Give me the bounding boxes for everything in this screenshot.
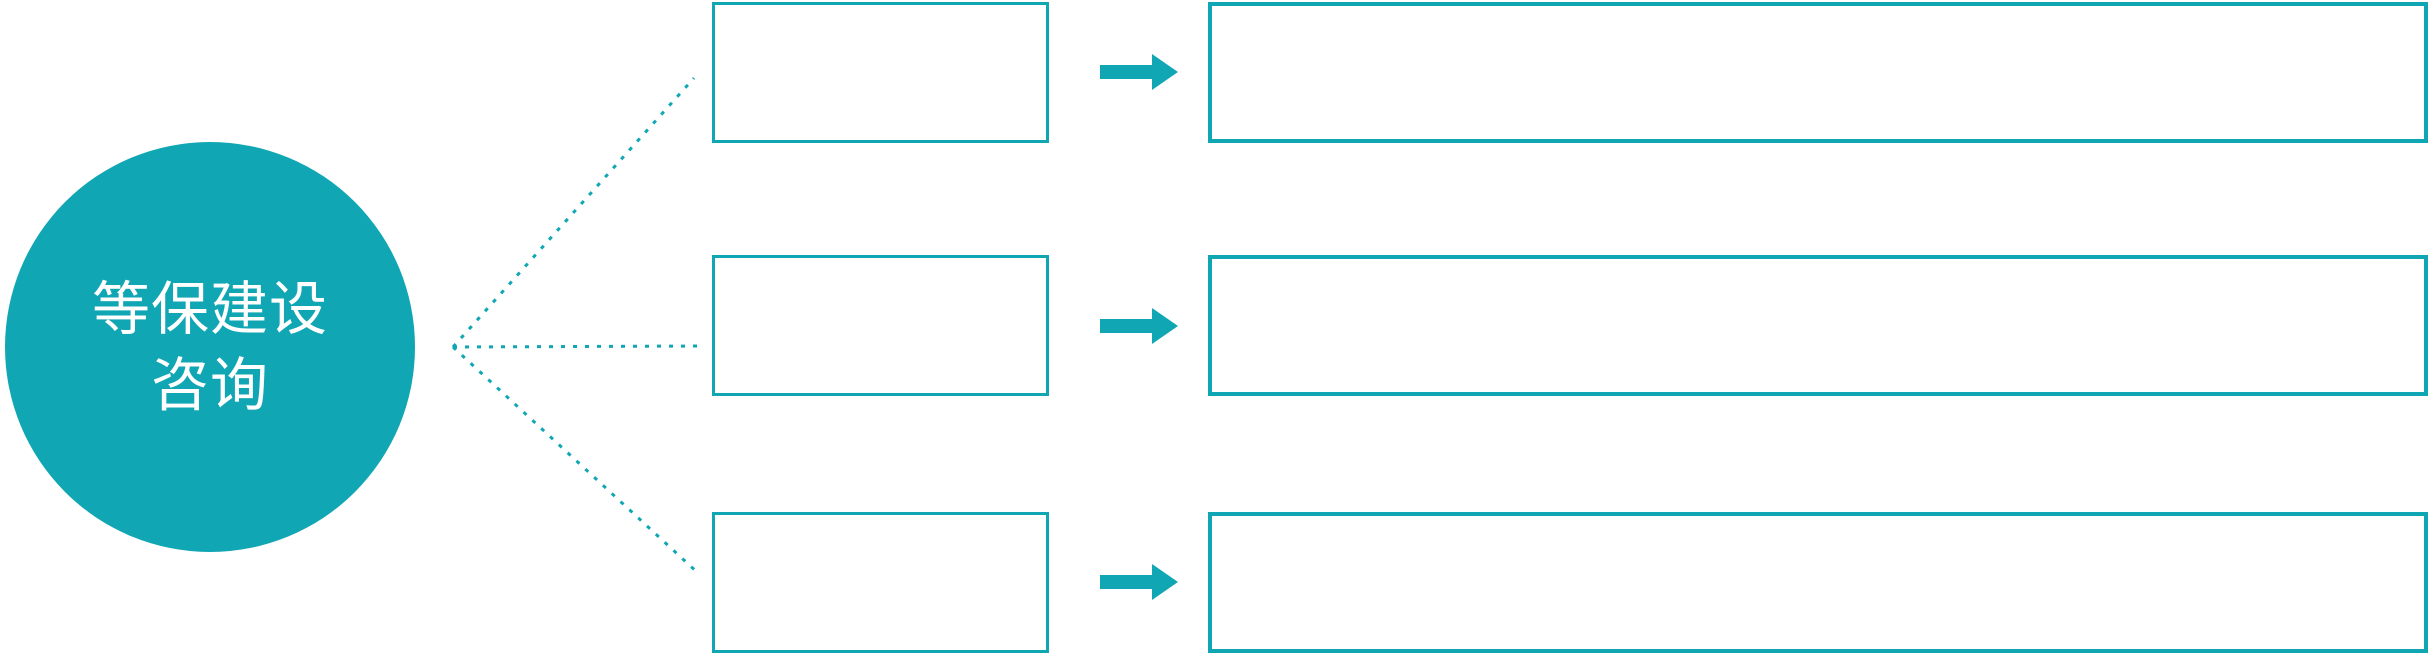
branch-detail-box-3: [1208, 512, 2428, 653]
root-circle-label-line2: 咨询: [150, 351, 269, 419]
branch-box-2: [712, 255, 1049, 396]
branch-box-3: [712, 512, 1049, 653]
branch-detail-box-1: [1208, 2, 2428, 143]
connector-line-top: [451, 76, 696, 349]
root-circle: 等保建设 咨询: [5, 142, 415, 552]
branch-box-1: [712, 2, 1049, 143]
branch-detail-box-2: [1208, 255, 2428, 396]
connector-line-bottom: [451, 345, 700, 575]
root-circle-label-line1: 等保建设: [91, 275, 328, 343]
arrow-right-icon: [1100, 308, 1178, 344]
arrow-right-icon: [1100, 54, 1178, 90]
arrow-right-icon: [1100, 564, 1178, 600]
connector-line-middle: [452, 344, 702, 349]
